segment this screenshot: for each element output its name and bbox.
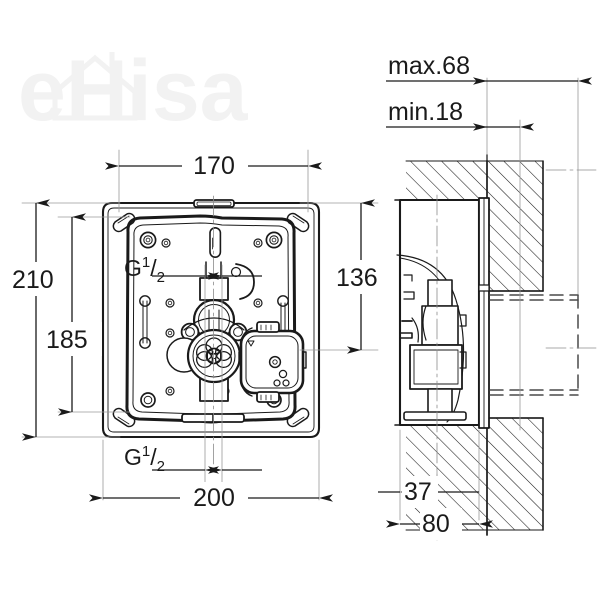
basin-rim xyxy=(125,214,297,424)
center-oblong-slot xyxy=(209,227,222,258)
dimension-label-185: 185 xyxy=(46,326,88,354)
top-clip xyxy=(193,199,235,208)
hole-e xyxy=(165,328,175,338)
dimension-depth-max68: max.68 xyxy=(386,52,592,85)
dimension-label-210: 210 xyxy=(12,266,54,294)
dimension-label-37: 37 xyxy=(404,478,432,506)
thread-top-label: G1/2 xyxy=(124,254,165,286)
annotation-thread-bottom: G1/2 xyxy=(124,443,165,475)
side-section-view xyxy=(394,77,597,541)
watermark-house-icon xyxy=(52,54,138,121)
side-construction-lines xyxy=(399,77,579,521)
box-body-left-edge xyxy=(394,199,401,426)
body-outer-flange xyxy=(101,201,321,439)
box-inner-curve xyxy=(396,254,465,423)
dimension-label-200: 200 xyxy=(193,484,235,512)
dimension-height-136: 136 xyxy=(332,199,392,354)
hole-c xyxy=(165,298,175,308)
dimension-label-max68: max.68 xyxy=(388,52,470,80)
small-hole-upper-right xyxy=(230,266,242,278)
handle-wheel xyxy=(166,328,242,384)
dimension-width-170: 170 xyxy=(105,150,322,180)
module-top-tab xyxy=(256,321,280,333)
dimension-depth-min18: min.18 xyxy=(386,98,534,131)
cover-extent-solid-edges xyxy=(488,290,544,419)
watermark: eHisa xyxy=(18,43,249,139)
wall-hatch-lower xyxy=(405,417,544,531)
solenoid-module xyxy=(238,321,307,403)
dimension-depth-37: 37 xyxy=(378,476,479,508)
hole-a xyxy=(161,238,171,248)
thread-bottom-label: G1/2 xyxy=(124,443,165,475)
boss-top-right xyxy=(265,231,283,249)
hole-d xyxy=(253,298,263,308)
hole-f xyxy=(165,386,175,396)
hole-b xyxy=(253,238,263,248)
body-outer-flange-inner xyxy=(107,207,315,433)
handle-petals xyxy=(196,337,232,368)
rear-hook-arc xyxy=(235,263,255,300)
box-bottom-plate xyxy=(403,411,467,421)
left-pin-slot xyxy=(139,295,151,349)
dimension-height-210: 210 xyxy=(8,199,66,441)
dimension-height-185: 185 xyxy=(42,213,102,416)
dimension-label-136: 136 xyxy=(336,264,378,292)
dimension-label-170: 170 xyxy=(193,152,235,180)
annotation-thread-top: G1/2 xyxy=(124,254,165,286)
dimension-label-80: 80 xyxy=(422,510,450,538)
cover-extent-dashed xyxy=(489,294,579,396)
bottom-clip xyxy=(181,413,245,423)
boss-top-left xyxy=(139,231,157,249)
dimension-label-min18: min.18 xyxy=(388,98,463,126)
module-marker-icon xyxy=(247,340,255,347)
hex-socket xyxy=(206,347,222,365)
cover-plate-section xyxy=(478,197,490,429)
module-bottom-tab xyxy=(256,391,280,403)
dimension-width-200: 200 xyxy=(89,482,333,514)
face-reference-holes xyxy=(161,238,263,396)
dimension-depth-80: 80 xyxy=(386,508,493,540)
basin-face xyxy=(132,222,290,416)
boss-bottom-left xyxy=(140,392,156,408)
